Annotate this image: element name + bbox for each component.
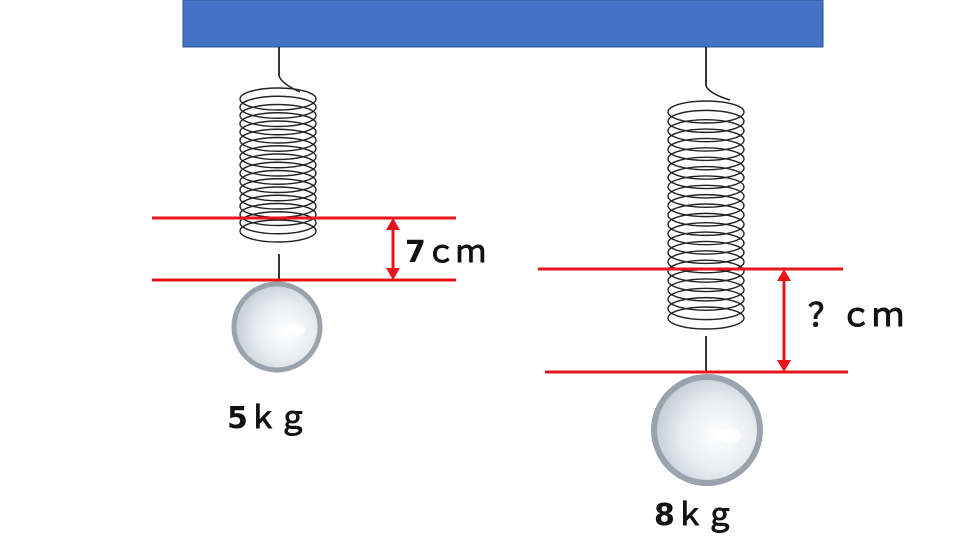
spring-coil [239,112,317,136]
spring-coil [239,169,317,194]
spring-coil [667,231,745,255]
spring-coil [667,147,745,171]
spring-coil [239,95,317,119]
right-extension-label: ？ｃｍ [808,296,904,334]
spring-coil [667,175,745,199]
spring-coil [667,100,745,124]
spring-coil [239,219,317,243]
left-measure [152,216,456,282]
ceiling-bar [182,0,824,48]
spring-coil [667,287,745,311]
left-ball [231,281,323,373]
spring-coil [667,165,745,190]
spring-coil [667,259,745,283]
spring-coil [239,161,317,185]
right-mass-label: 8ｋｇ [654,498,735,533]
spring-coil [239,120,317,144]
spring-coil [667,212,745,237]
right-measure [538,267,848,374]
right-spring [667,47,745,372]
right-ball [651,374,763,486]
spring-coil [667,193,745,218]
spring-coil [667,128,745,152]
spring-coil [667,306,745,330]
spring-coil [667,203,745,227]
spring-coil [667,296,745,321]
spring-coil [239,128,317,152]
spring-coil [667,156,745,180]
spring-coil [239,103,317,128]
spring-coil [239,136,317,161]
spring-coil [667,240,745,265]
left-spring [239,47,317,280]
spring-coil [667,250,745,274]
right-spring-coils [667,100,745,330]
spring-coil [239,145,317,169]
spring-coil [239,186,317,210]
spring-coil [239,178,317,202]
spring-coil [667,119,745,143]
spring-coil [667,109,745,134]
left-extension-label: 7ｃｍ [405,235,486,270]
spring-coil [667,184,745,208]
spring-coil [667,137,745,162]
spring-coil [239,211,317,235]
spring-coil [667,222,745,246]
spring-coil [239,87,317,111]
spring-coil [239,202,317,227]
left-mass-label: 5ｋｇ [227,401,308,436]
left-spring-coils [239,87,317,243]
spring-coil [667,278,745,302]
spring-coil [239,153,317,177]
